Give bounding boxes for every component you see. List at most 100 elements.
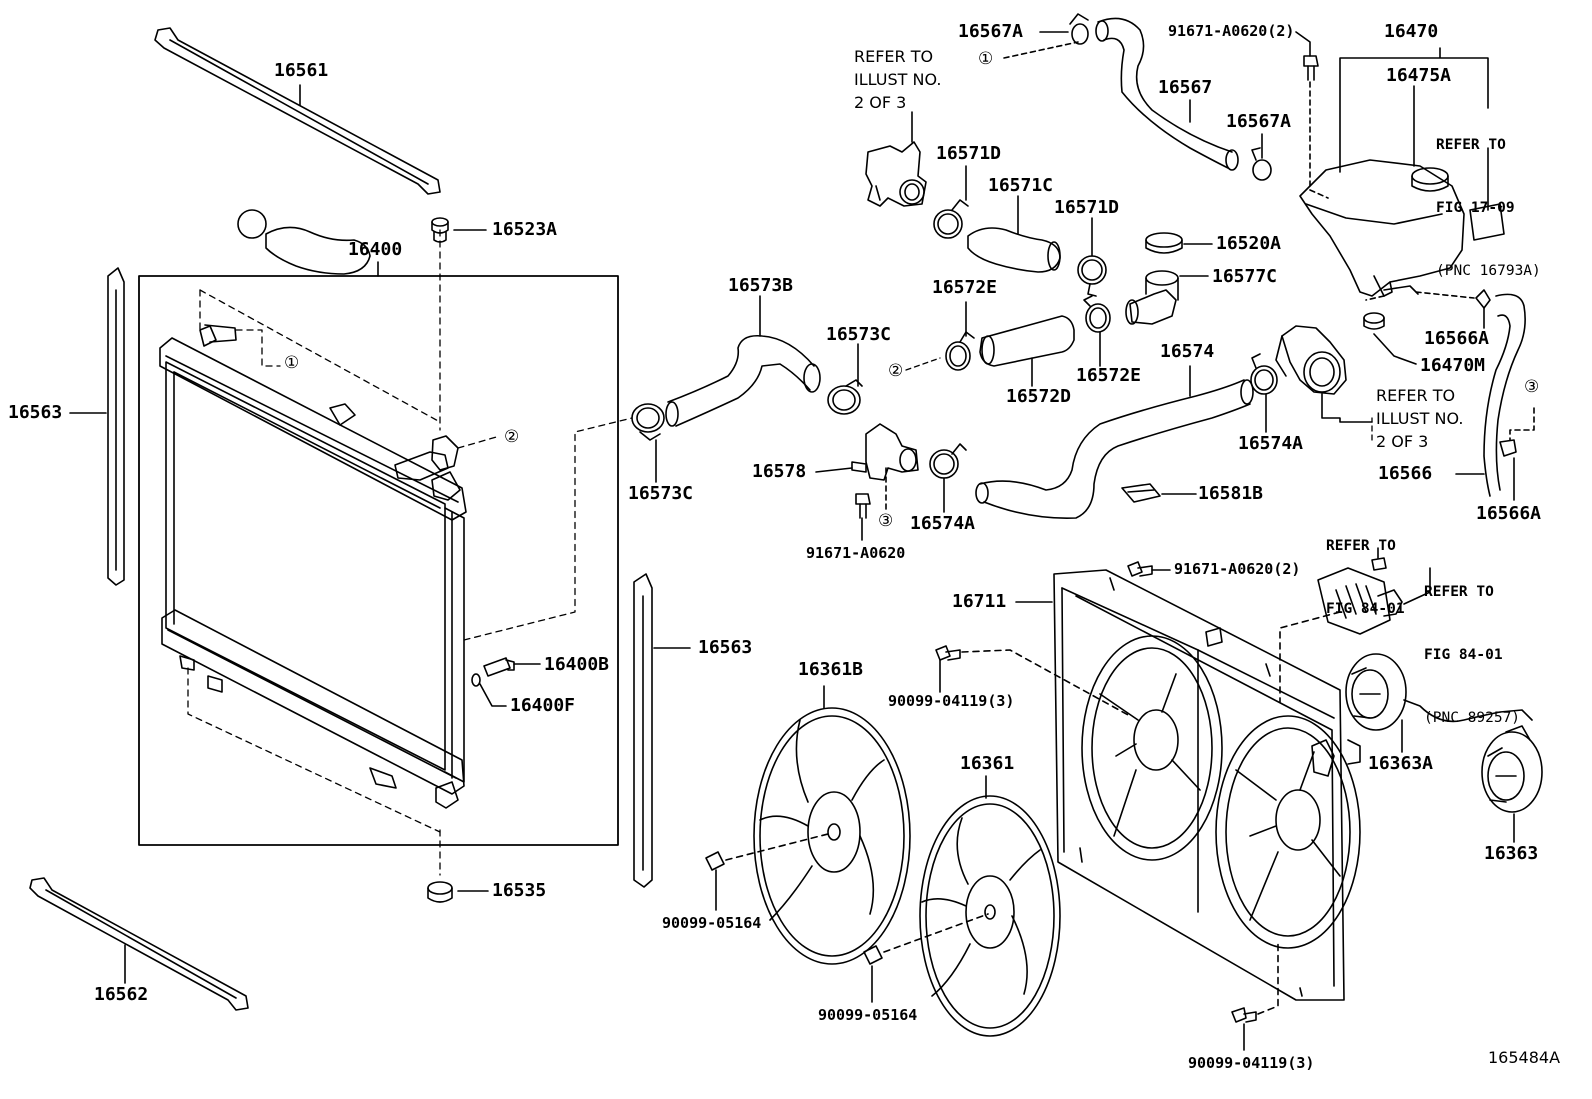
dash-90099-05164-a	[725, 833, 829, 861]
label-16578: 16578	[752, 461, 807, 482]
label-91671-fan: 91671-A0620(2)	[1174, 560, 1301, 578]
label-16573C-lower: 16573C	[628, 483, 694, 504]
note-refer-fig-17-09: REFER TO FIG 17-09 (PNC 16793A)	[1436, 93, 1541, 303]
label-90099-04119-b: 90099-04119(3)	[1188, 1054, 1315, 1072]
leader-16578	[815, 467, 853, 473]
label-16470M: 16470M	[1420, 355, 1486, 376]
dash-90099-04119-a	[961, 649, 1131, 717]
clamp-16572E-left	[945, 331, 975, 371]
fan-motor-16363A	[1345, 653, 1533, 731]
radiator-dashed-lines	[187, 229, 633, 876]
note-refer-fig-84-01-a: REFER TO FIG 84-01	[1326, 494, 1405, 641]
label-16561: 16561	[274, 60, 329, 81]
note-refer-fig-84-01-b: REFER TO FIG 84-01 (PNC 89257)	[1424, 540, 1520, 750]
clamp-16573C-upper	[827, 379, 863, 415]
label-16400F: 16400F	[510, 695, 576, 716]
hose-16572D	[979, 315, 1075, 367]
rect-16793A	[1469, 203, 1505, 241]
label-16470: 16470	[1384, 21, 1439, 42]
fan-16361B	[753, 707, 911, 965]
seal-side-right-16563	[633, 573, 653, 888]
leader-16400F	[479, 683, 507, 707]
label-90099-05164-b: 90099-05164	[818, 1006, 918, 1024]
label-90099-04119-a: 90099-04119(3)	[888, 692, 1015, 710]
label-16573B: 16573B	[728, 275, 794, 296]
label-16563-right: 16563	[698, 637, 753, 658]
bolt-90099-04119-a	[935, 645, 961, 661]
dash-resistor	[1279, 611, 1341, 703]
reservoir-16470	[1299, 159, 1465, 297]
fan-16361	[919, 795, 1061, 1037]
label-16567A-top: 16567A	[958, 21, 1024, 42]
label-16520A: 16520A	[1216, 233, 1282, 254]
label-16475A: 16475A	[1386, 65, 1452, 86]
clamp-16571D-right	[1077, 255, 1107, 297]
label-16574: 16574	[1160, 341, 1215, 362]
label-16361B: 16361B	[798, 659, 864, 680]
label-16363A: 16363A	[1368, 753, 1434, 774]
clamp-16566A-bottom	[1499, 439, 1517, 457]
label-16567A-mid: 16567A	[1226, 111, 1292, 132]
hose-16567	[1095, 17, 1239, 171]
label-16400B: 16400B	[544, 654, 610, 675]
label-16574A-upper: 16574A	[1238, 433, 1304, 454]
label-16363: 16363	[1484, 843, 1539, 864]
label-16572E-bottom: 16572E	[1076, 365, 1142, 386]
label-90099-05164-a: 90099-05164	[662, 914, 762, 932]
callout-1-hose: ①	[978, 49, 994, 69]
dash-c3-right	[1509, 407, 1535, 441]
radiator-16400	[159, 324, 467, 809]
label-16573C-upper: 16573C	[826, 324, 892, 345]
hose-16574	[975, 379, 1254, 519]
label-16566: 16566	[1378, 463, 1433, 484]
note-fig-84-01-b-line3: (PNC 89257)	[1424, 710, 1521, 726]
label-16577C: 16577C	[1212, 266, 1278, 287]
dash-91671-top	[1309, 81, 1329, 199]
label-16572E-top: 16572E	[932, 277, 998, 298]
bolt-91671-A0620-mid	[855, 493, 871, 519]
label-16400: 16400	[348, 239, 403, 260]
fan-resistor	[1317, 567, 1403, 635]
radiator-cap-16520A	[1145, 232, 1183, 254]
fitting-16578	[851, 423, 919, 481]
radiator-box	[138, 275, 619, 846]
seal-side-left-16563	[107, 267, 125, 586]
seal-lower-16562	[29, 877, 249, 1011]
grommet-16535	[427, 881, 453, 903]
label-16571D-left: 16571D	[936, 143, 1002, 164]
reservoir-cap-16475A	[1411, 167, 1449, 192]
label-16581B: 16581B	[1198, 483, 1264, 504]
leader-fig-84-01-b	[1403, 567, 1431, 605]
clamp-16573C-lower	[631, 403, 665, 441]
note-refer-illust-top: REFER TO ILLUST NO. 2 OF 3	[854, 47, 942, 112]
clamp-16574A-upper	[1250, 353, 1278, 395]
label-16361: 16361	[960, 753, 1015, 774]
label-16566A-top: 16566A	[1424, 328, 1490, 349]
note-fig-17-09-line1: REFER TO	[1436, 137, 1506, 153]
dash-90099-04119-b	[1257, 939, 1279, 1015]
bolt-fig-84-01	[1371, 547, 1387, 571]
label-16567: 16567	[1158, 77, 1213, 98]
filler-neck-16577C	[1125, 270, 1179, 325]
gasket-16400F	[471, 673, 481, 687]
figure-id: 165484A	[1488, 1048, 1561, 1067]
fan-shroud-16711	[1053, 569, 1361, 1001]
label-16574A-lower: 16574A	[910, 513, 976, 534]
note-fig-84-01-b-line2: FIG 84-01	[1424, 647, 1503, 663]
clamp-16572E-right	[1083, 295, 1111, 333]
upper-dashed-lines	[905, 357, 1373, 441]
bolt-91671-A0620-top	[1303, 55, 1319, 81]
nut-90099-05164-b	[863, 945, 883, 965]
hose-16571C-visible	[967, 227, 1061, 273]
clamp-16571D-left-real	[933, 199, 969, 239]
leader-illust-right	[1321, 393, 1373, 423]
label-16711: 16711	[952, 591, 1007, 612]
callout-2-hose: ②	[888, 361, 904, 381]
label-16535: 16535	[492, 880, 547, 901]
bracket-16470	[1339, 47, 1489, 173]
label-16571C: 16571C	[988, 175, 1054, 196]
callout-3-hose: ③	[1524, 377, 1540, 397]
note-fig-84-01-a-line2: FIG 84-01	[1326, 601, 1405, 617]
